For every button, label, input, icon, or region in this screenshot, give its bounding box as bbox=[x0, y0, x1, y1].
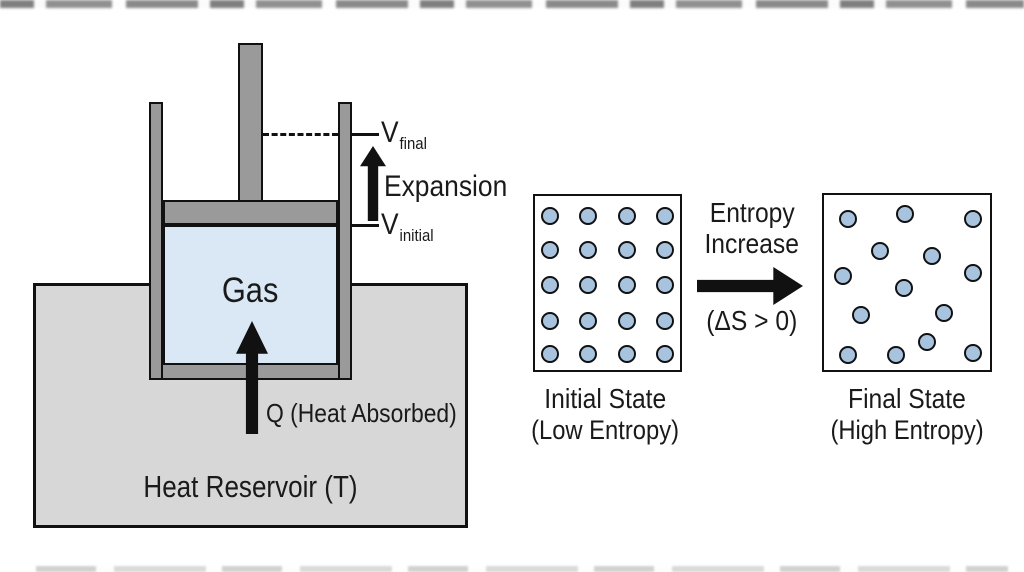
edge-artifact-bottom bbox=[36, 566, 1008, 572]
gas-particle bbox=[839, 210, 857, 228]
gas-particle bbox=[656, 345, 674, 363]
piston-plate bbox=[163, 200, 338, 225]
gas-particle bbox=[579, 207, 597, 225]
gas-particle bbox=[895, 279, 913, 297]
delta-s-label: (ΔS > 0) bbox=[706, 305, 798, 336]
heat-arrow-label: Q (Heat Absorbed) bbox=[266, 398, 457, 428]
edge-artifact-top bbox=[0, 0, 1024, 8]
v-final-tick bbox=[352, 133, 379, 136]
gas-particle bbox=[839, 346, 857, 364]
heat-reservoir-label: Heat Reservoir (T) bbox=[142, 469, 358, 504]
gas-particle bbox=[541, 241, 559, 259]
gas-particle bbox=[964, 344, 982, 362]
gas-particle bbox=[852, 306, 870, 324]
gas-particle bbox=[579, 241, 597, 259]
v-final-dashed-line bbox=[263, 133, 338, 136]
gas-particle bbox=[618, 276, 636, 294]
gas-particle bbox=[834, 267, 852, 285]
expansion-label: Expansion bbox=[384, 170, 508, 203]
gas-particle bbox=[656, 207, 674, 225]
entropy-increase-label: Entropy Increase bbox=[704, 197, 800, 259]
gas-particle bbox=[918, 333, 936, 351]
cylinder-left-wall bbox=[149, 102, 163, 380]
gas-particle bbox=[923, 247, 941, 265]
piston-rod bbox=[238, 43, 263, 205]
v-initial-label: Vinitial bbox=[381, 208, 434, 245]
gas-particle bbox=[964, 210, 982, 228]
gas-particle bbox=[579, 345, 597, 363]
gas-particle bbox=[541, 312, 559, 330]
gas-particle bbox=[618, 312, 636, 330]
final-state-subtitle: (High Entropy) bbox=[830, 415, 984, 445]
gas-label: Gas bbox=[221, 271, 279, 310]
gas-particle bbox=[871, 242, 889, 260]
gas-particle bbox=[964, 264, 982, 282]
gas-particle bbox=[541, 207, 559, 225]
final-state-title: Final State bbox=[848, 383, 966, 414]
gas-particle bbox=[579, 276, 597, 294]
gas-particle bbox=[896, 205, 914, 223]
initial-state-title: Initial State bbox=[544, 383, 666, 414]
gas-particle bbox=[656, 276, 674, 294]
gas-particle bbox=[541, 276, 559, 294]
v-final-label: Vfinal bbox=[381, 116, 427, 153]
gas-particle bbox=[579, 312, 597, 330]
gas-particle bbox=[935, 304, 953, 322]
v-initial-tick bbox=[352, 224, 379, 227]
cylinder-right-wall bbox=[338, 102, 352, 380]
initial-state-subtitle: (Low Entropy) bbox=[531, 415, 679, 445]
gas-particle bbox=[887, 346, 905, 364]
gas-particle bbox=[656, 241, 674, 259]
final-state-box bbox=[822, 193, 992, 372]
gas-particle bbox=[618, 241, 636, 259]
initial-state-box bbox=[533, 194, 682, 372]
gas-particle bbox=[541, 345, 559, 363]
gas-particle bbox=[656, 312, 674, 330]
gas-particle bbox=[618, 345, 636, 363]
entropy-increase-arrow-icon bbox=[697, 267, 803, 305]
gas-particle bbox=[618, 207, 636, 225]
